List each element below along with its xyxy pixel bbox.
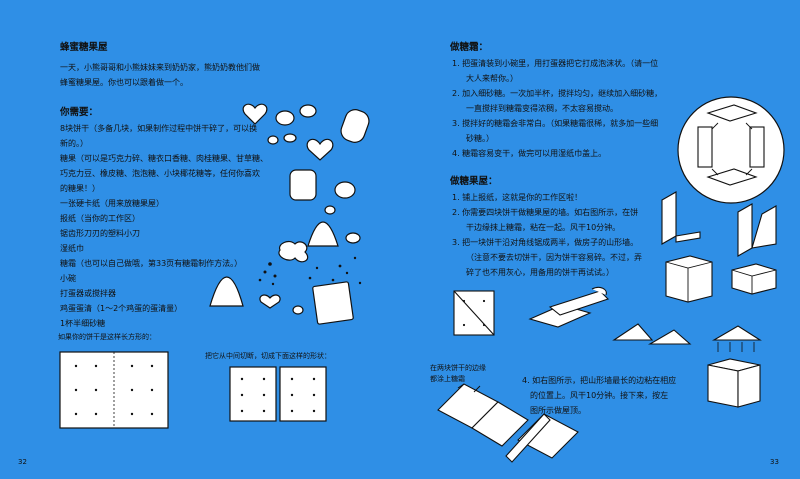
roof-caption-line: 在两块饼干的边缘: [430, 364, 486, 372]
page-number-right: 33: [770, 458, 779, 466]
house-line: 1. 铺上报纸，这就是你的工作区啦！: [452, 193, 583, 202]
roof-caption-line: 都涂上糖霜: [430, 375, 465, 383]
caption-cut-cracker: 把它从中间切断，切成下面这样的形状：: [205, 352, 331, 360]
cutting-cracker-illustration: [453, 286, 610, 336]
frosting-line: 2. 加入细砂糖。一次加半杯，搅拌均匀，继续加入细砂糖，: [452, 89, 663, 98]
circle-box-diagram: [677, 96, 785, 204]
roof-frosting-illustration: [437, 383, 579, 463]
needs-line: 8块饼干（多备几块，如果制作过程中饼干碎了，可以换: [60, 124, 258, 133]
house-line: 碎了也不用灰心，用备用的饼干再试试。）: [466, 268, 614, 277]
needs-line: 巧克力豆、橡皮糖、泡泡糖、小块椰花糖等，任何你喜欢: [60, 169, 260, 178]
walls-assembly-illustration: [661, 191, 777, 303]
frosting-heading: 做糖霜：: [450, 42, 489, 53]
cut-squares-illustration: [229, 366, 327, 422]
intro-line-2: 蜂蜜糖果屋。你也可以跟着做一个。: [60, 78, 188, 87]
needs-line: 糖霜（也可以自己做哦，第33页有糖霜制作方法。）: [60, 259, 243, 268]
needs-line: 湿纸巾: [60, 244, 84, 253]
frosting-line: 砂糖。）: [466, 134, 494, 143]
needs-line: 小碗: [60, 274, 76, 283]
needs-heading: 你需要：: [60, 107, 99, 118]
needs-line: 锯齿形刀刃的塑料小刀: [60, 229, 140, 238]
needs-line: 一张硬卡纸（用来放糖果屋）: [60, 199, 164, 208]
house-line: （注意不要去切饼干，因为饼干容易碎。不过，弄: [466, 253, 642, 262]
caption-rectangle-cracker: 如果你的饼干是这样长方形的：: [58, 333, 156, 341]
step4-line: 4. 如右图所示，把山形墙最长的边粘在相应: [522, 376, 677, 385]
frosting-line: 一直搅拌到糖霜变得浓稠，不太容易搅动。: [466, 104, 618, 113]
frosting-line: 3. 搅拌好的糖霜会非常白。（如果糖霜很稀，就多加一些细: [452, 119, 659, 128]
house-heading: 做糖果屋：: [450, 176, 498, 187]
frosting-line: 4. 糖霜容易变干，做完可以用湿纸巾盖上。: [452, 149, 607, 158]
page-number-left: 32: [18, 458, 27, 466]
house-line: 2. 你需要四块饼干做糖果屋的墙。如右图所示，在饼: [452, 208, 639, 217]
needs-line: 鸡蛋蛋清（1～2个鸡蛋的蛋清量）: [60, 304, 183, 313]
needs-line: 的糖果！）: [60, 184, 100, 193]
needs-line: 报纸（当你的工作区）: [60, 214, 140, 223]
step4-line: 图所示做屋顶。: [530, 406, 586, 415]
triangle-gables-illustration: [612, 323, 762, 352]
house-line: 干边缘抹上糖霜，粘在一起。风干10分钟。: [466, 223, 621, 232]
needs-line: 打蛋器或搅拌器: [60, 289, 116, 298]
page-title: 蜂蜜糖果屋: [60, 42, 108, 53]
frosting-line: 1. 把蛋清装到小碗里，用打蛋器把它打成泡沫状。（请一位: [452, 59, 659, 68]
needs-line: 1杯半细砂糖: [60, 319, 106, 328]
needs-line: 新的。）: [60, 139, 88, 148]
finished-house-box-illustration: [707, 358, 761, 408]
rectangle-cracker-illustration: [59, 351, 169, 429]
house-line: 3. 把一块饼干沿对角线锯成两半，做房子的山形墙。: [452, 238, 639, 247]
needs-line: 糖果（可以是巧克力碎、糖衣口香糖、肉桂糖果、甘草糖、: [60, 154, 268, 163]
intro-line-1: 一天，小熊哥哥和小熊妹妹来到奶奶家，熊奶奶教他们做: [60, 63, 260, 72]
step4-line: 的位置上。风干10分钟。接下来，按左: [530, 391, 669, 400]
frosting-line: 大人来帮你。）: [466, 74, 518, 83]
candy-illustration: [209, 103, 370, 325]
